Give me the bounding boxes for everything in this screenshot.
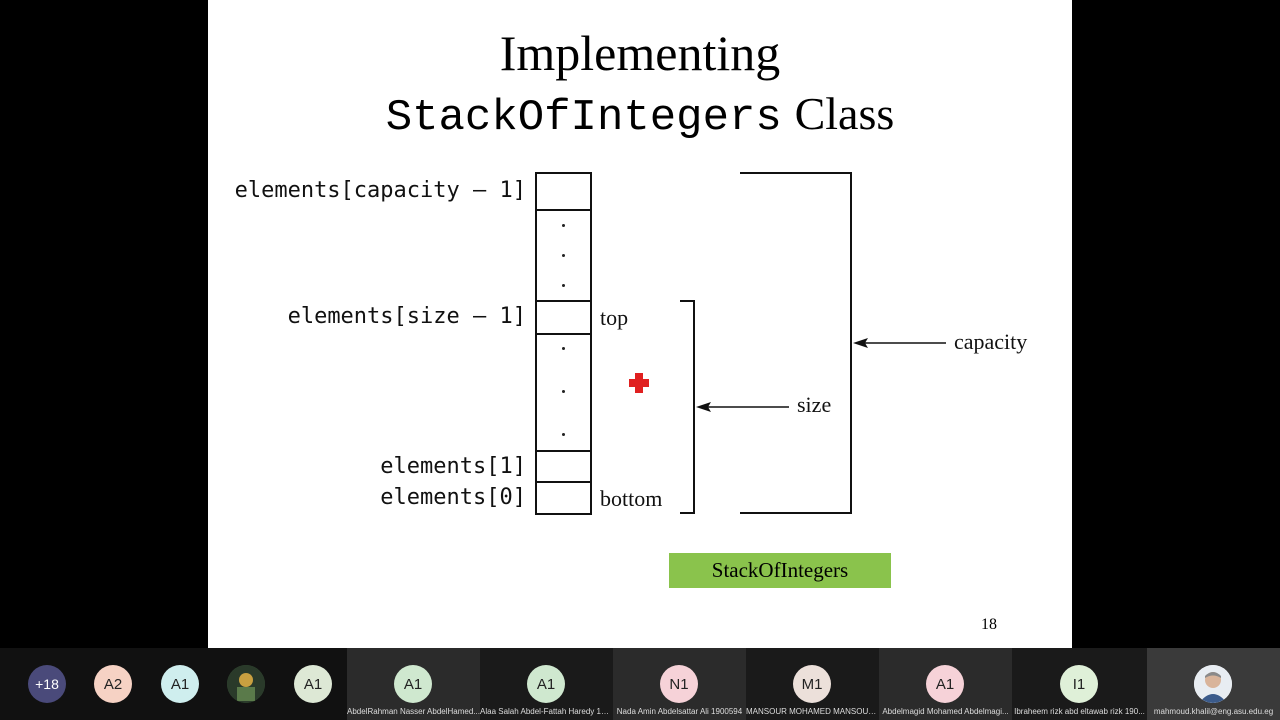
participant-tile[interactable]: A1 AbdelRahman Nasser AbdelHamed... <box>347 648 480 720</box>
participant-name: mahmoud.khalil@eng.asu.edu.eg <box>1153 707 1274 716</box>
label-size-minus-1: elements[size – 1] <box>287 304 526 329</box>
more-participants-button[interactable]: +18 <box>28 665 66 703</box>
ellipsis-dot <box>562 224 565 227</box>
cell-capacity-1 <box>535 172 592 211</box>
size-bracket <box>680 300 695 514</box>
participant-tile[interactable]: I1 Ibraheem rizk abd eltawab rizk 190... <box>1012 648 1147 720</box>
capacity-arrow-head <box>853 338 868 348</box>
participant-tile[interactable]: N1 Nada Amin Abdelsattar Ali 1900594 <box>613 648 746 720</box>
participant-tile[interactable]: A1 Alaa Salah Abdel-Fattah Haredy 190... <box>480 648 613 720</box>
slide-subtitle: StackOfIntegers Class <box>208 84 1072 147</box>
cell-1 <box>535 450 592 483</box>
label-top: top <box>600 305 629 330</box>
participant-tile[interactable]: M1 MANSOUR MOHAMED MANSOUR... <box>746 648 879 720</box>
stack-diagram <box>535 172 946 515</box>
participants-bar: +18 A2 A1 A1 A1 AbdelRahman Nasser Abdel… <box>0 648 1280 720</box>
capacity-bracket <box>740 172 852 514</box>
ellipsis-dot <box>562 254 565 257</box>
slide-title: Implementing <box>499 25 781 81</box>
label-capacity: capacity <box>954 329 1028 354</box>
participant-name: AbdelRahman Nasser AbdelHamed... <box>347 707 480 716</box>
participant-avatar: M1 <box>793 665 831 703</box>
participant-name: Ibraheem rizk abd eltawab rizk 190... <box>1014 707 1145 716</box>
presentation-slide: Implementing StackOfIntegers Class eleme… <box>208 0 1072 648</box>
participant-avatar: A1 <box>394 665 432 703</box>
label-size: size <box>797 392 832 417</box>
participant-name: Abdelmagid Mohamed Abdelmagi... <box>882 707 1009 716</box>
label-elements-0: elements[0] <box>380 485 526 510</box>
cell-0 <box>535 481 592 515</box>
participant-name: MANSOUR MOHAMED MANSOUR... <box>746 707 879 716</box>
label-elements-1: elements[1] <box>380 454 526 479</box>
page-number: 18 <box>981 616 997 633</box>
ellipsis-dot <box>562 284 565 287</box>
ellipsis-dot <box>562 433 565 436</box>
participant-avatar: A1 <box>926 665 964 703</box>
class-name-box: StackOfIntegers <box>669 553 891 588</box>
participant-tile[interactable]: A1 Abdelmagid Mohamed Abdelmagi... <box>879 648 1012 720</box>
participant-avatar[interactable]: A1 <box>161 665 199 703</box>
ellipsis-dot <box>562 390 565 393</box>
participant-name: Alaa Salah Abdel-Fattah Haredy 190... <box>480 707 613 716</box>
size-arrow-head <box>696 402 711 412</box>
participant-avatar: A1 <box>527 665 565 703</box>
cell-size-1 <box>535 300 592 335</box>
participant-avatar[interactable]: A1 <box>294 665 332 703</box>
pointer-cursor-icon <box>629 373 649 393</box>
class-word: Class <box>794 88 895 139</box>
participant-avatar: N1 <box>660 665 698 703</box>
label-bottom: bottom <box>600 486 663 511</box>
user-photo-icon <box>1194 665 1232 703</box>
participant-avatar[interactable]: A2 <box>94 665 132 703</box>
label-capacity-minus-1: elements[capacity – 1] <box>234 178 526 203</box>
participant-avatar: I1 <box>1060 665 1098 703</box>
photo-avatar-icon[interactable] <box>227 665 265 703</box>
class-name: StackOfIntegers <box>385 93 782 143</box>
ellipsis-dot <box>562 347 565 350</box>
participant-name: Nada Amin Abdelsattar Ali 1900594 <box>616 707 743 716</box>
participant-tile[interactable]: mahmoud.khalil@eng.asu.edu.eg <box>1147 648 1280 720</box>
